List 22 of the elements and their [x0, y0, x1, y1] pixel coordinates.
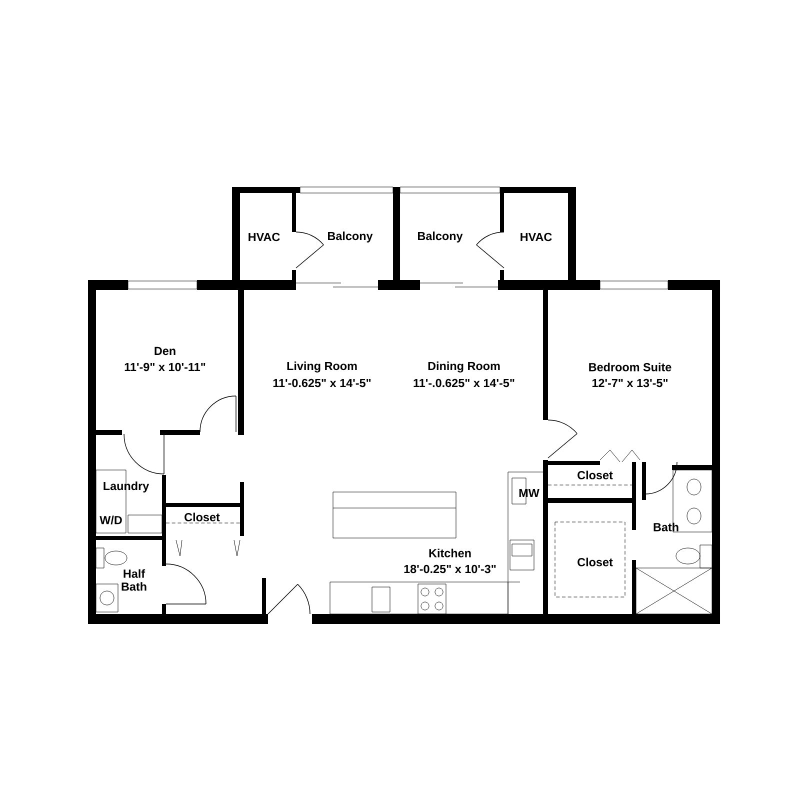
dimension-label: 11'-.0.625" x 14'-5" — [414, 378, 514, 388]
appliance-label: MW — [519, 488, 540, 498]
room-label: Kitchen — [429, 548, 471, 558]
dimension-label: 11'-9" x 10'-11" — [124, 362, 206, 372]
room-label: HVAC — [248, 232, 280, 242]
appliance-label: W/D — [100, 516, 122, 524]
room-label: Bath — [654, 522, 678, 532]
room-label: HVAC — [520, 232, 552, 242]
dimension-label: 12'-7" x 13'-5" — [592, 378, 668, 388]
dimension-label: 18'-0.25" x 10'-3" — [404, 564, 496, 574]
room-label: Closet — [578, 558, 613, 566]
room-label: Dining Room — [428, 362, 500, 372]
room-label: Laundry — [104, 482, 150, 492]
room-label: Den — [154, 346, 176, 356]
room-label: Living Room — [287, 362, 357, 372]
dimension-label: 11'-0.625" x 14'-5" — [273, 378, 371, 388]
room-label: Half Bath — [122, 569, 146, 591]
room-label: Closet — [184, 512, 220, 522]
room-label: Balcony — [328, 232, 373, 242]
room-label: Closet — [578, 470, 613, 480]
room-label: Balcony — [418, 232, 463, 242]
room-label: Bedroom Suite — [589, 362, 672, 372]
